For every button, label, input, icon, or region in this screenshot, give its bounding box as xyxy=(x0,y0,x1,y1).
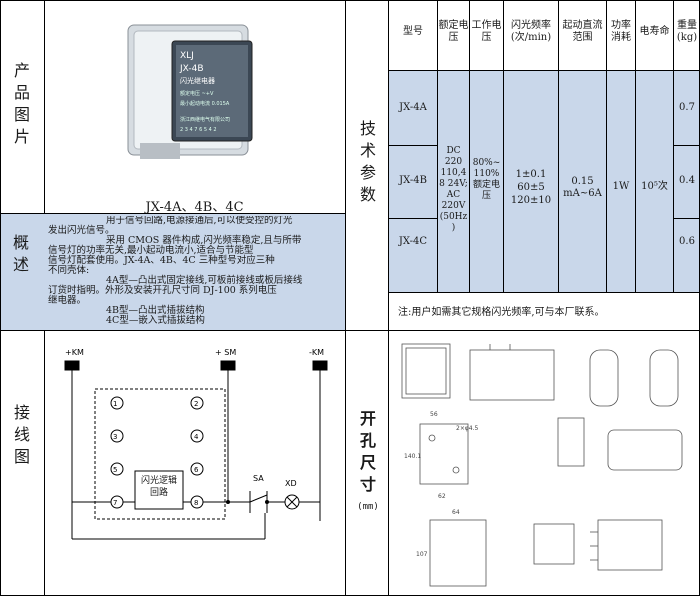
border-top xyxy=(0,0,700,1)
start-range-value: 0.15 mA~6A xyxy=(563,176,602,199)
svg-text:107: 107 xyxy=(416,551,428,558)
header-work-voltage: 工作电压 xyxy=(471,20,502,43)
header-weight: 重量(kg) xyxy=(676,20,698,43)
svg-text:1: 1 xyxy=(113,400,117,408)
model-caption: JX-4A、4B、4C xyxy=(145,200,244,215)
row-line xyxy=(673,218,700,219)
flash-freq-value: 1±0.1 60±5 120±10 xyxy=(510,169,552,206)
row-line xyxy=(673,145,700,146)
header-start-range: 起动直流范围 xyxy=(562,20,603,43)
svg-text:3: 3 xyxy=(113,433,117,441)
model-4c: JX-4C xyxy=(398,236,428,247)
svg-text:8: 8 xyxy=(194,499,198,507)
svg-text:2: 2 xyxy=(194,400,198,408)
col-line xyxy=(635,0,636,292)
cutout-drawings: 56 2×φ4.5 140.1 62 64 107 xyxy=(401,343,683,587)
col-line xyxy=(606,0,607,292)
col-line xyxy=(558,0,559,292)
row-line xyxy=(388,218,438,219)
wiring-label: 接线图 xyxy=(13,403,30,466)
header-power: 功率消耗 xyxy=(611,20,631,43)
col-line xyxy=(437,0,438,292)
svg-text:64: 64 xyxy=(452,509,460,516)
border-left xyxy=(0,0,1,596)
svg-text:2×φ4.5: 2×φ4.5 xyxy=(456,425,479,432)
header-life: 电寿命 xyxy=(639,26,670,37)
svg-text:+KM: +KM xyxy=(65,348,84,357)
overview-label: 概述 xyxy=(13,233,60,274)
row-line xyxy=(388,70,700,71)
svg-text:额定电压 ~+V: 额定电压 ~+V xyxy=(180,90,214,97)
overview-band xyxy=(1,213,345,330)
relay-product-image: XLJ JX-4B 闪光继电器 额定电压 ~+V 最小起动电流 0.015A 浙… xyxy=(127,24,253,159)
model-4a: JX-4A xyxy=(399,102,427,113)
wiring-diagram: +KM + SM -KM 1 2 3 4 5 6 7 8 闪光逻辑回路 SA X… xyxy=(64,348,328,540)
row-line xyxy=(388,145,438,146)
col-line xyxy=(469,0,470,292)
header-rated-voltage: 额定电压 xyxy=(438,20,469,43)
power-value: 1W xyxy=(612,181,630,192)
svg-text:-KM: -KM xyxy=(309,348,324,357)
svg-text:62: 62 xyxy=(438,493,446,500)
weight-4a: 0.7 xyxy=(679,102,695,113)
svg-text:140.1: 140.1 xyxy=(404,453,421,460)
svg-text:最小起动电流 0.015A: 最小起动电流 0.015A xyxy=(180,100,230,107)
svg-text:XLJ: XLJ xyxy=(180,51,194,61)
col-line xyxy=(673,0,674,292)
specs-body-band xyxy=(389,70,699,292)
specs-note: 注:用户如需其它规格闪光频率,可与本厂联系。 xyxy=(398,307,605,318)
svg-text:XD: XD xyxy=(285,479,297,488)
work-voltage-value: 80%~ 110% 额定电压 xyxy=(472,158,501,201)
svg-text:4: 4 xyxy=(194,433,199,441)
svg-text:2 3 4 7 6 5 4 2: 2 3 4 7 6 5 4 2 xyxy=(180,127,217,133)
svg-text:6: 6 xyxy=(194,466,199,474)
svg-text:7: 7 xyxy=(113,499,117,507)
cutout-label: 开孔尺寸 (mm) xyxy=(357,409,379,512)
overview-top-line xyxy=(0,213,346,214)
header-model: 型号 xyxy=(403,26,423,37)
weight-4c: 0.6 xyxy=(679,236,695,247)
center-divider xyxy=(345,0,346,596)
overview-text: 用于信号回路,电源接通后,可以使受控的灯光 发出闪光信号。 采用 CMOS 器件… xyxy=(48,216,303,326)
life-value: 10⁵次 xyxy=(641,181,668,192)
model-4b: JX-4B xyxy=(399,175,427,186)
svg-text:+ SM: + SM xyxy=(215,348,236,357)
svg-text:SA: SA xyxy=(253,474,264,483)
svg-text:56: 56 xyxy=(430,411,438,418)
svg-text:浙江西继电气有限公司: 浙江西继电气有限公司 xyxy=(180,116,230,123)
specs-label: 技术参数 xyxy=(359,119,376,204)
svg-text:闪光继电器: 闪光继电器 xyxy=(180,76,215,85)
rated-voltage-value: DC 220 110,48 24V; AC 220V (50Hz) xyxy=(439,146,468,233)
right-label-divider xyxy=(388,0,389,596)
col-line xyxy=(503,0,504,292)
header-flash-freq: 闪光频率(次/min) xyxy=(510,20,552,43)
row-line xyxy=(388,292,700,293)
product-label: 产品图片 xyxy=(13,61,30,146)
weight-4b: 0.4 xyxy=(679,175,695,186)
svg-text:5: 5 xyxy=(113,466,117,474)
row-divider xyxy=(0,330,700,331)
svg-text:JX-4B: JX-4B xyxy=(179,64,204,74)
